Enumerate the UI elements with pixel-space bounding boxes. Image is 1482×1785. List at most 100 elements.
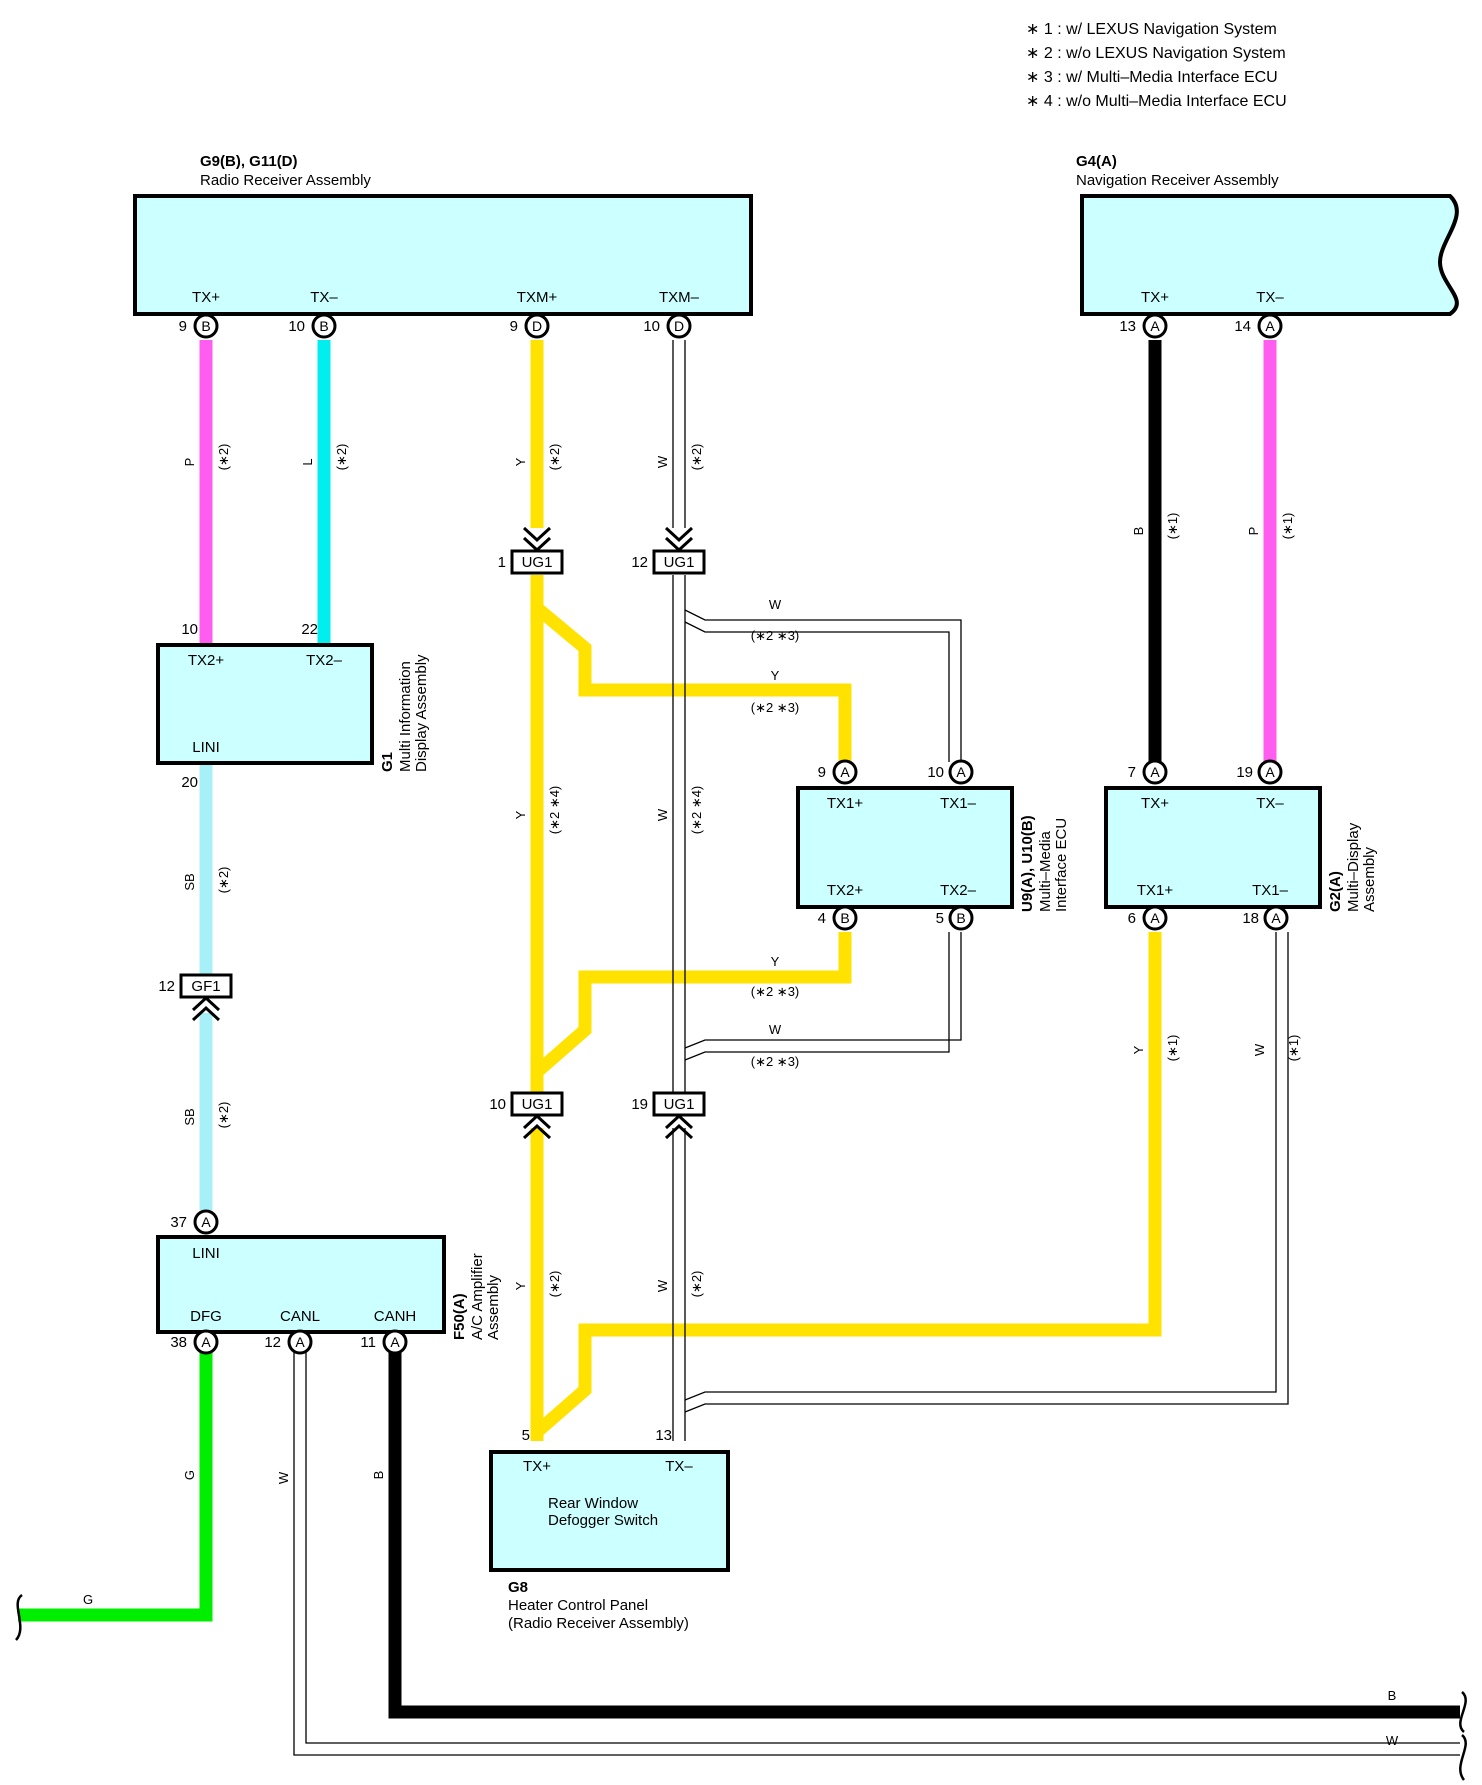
connector-ug1-12: UG1 12 [631,526,706,575]
legend-notes: ∗ 1 : w/ LEXUS Navigation System ∗ 2 : w… [1026,21,1287,110]
mid-pin-lini: LINI [192,739,220,756]
pin-num-rwd-5: 5 [522,1427,530,1444]
pin-letter-md-6: A [1150,910,1160,926]
wl-radio-txm-cond: (∗2) [334,444,349,471]
pin-num-ac-38: 38 [170,1334,187,1351]
wl-trunk-y-color: Y [513,810,528,819]
rwd-inner-2: Defogger Switch [548,1512,658,1529]
nav-receiver-box [1080,194,1459,316]
ug1-label-1: UG1 [522,554,553,571]
wl-nav-txp-color: B [1131,527,1146,536]
rwd-switch-box [489,1450,730,1572]
wl-radio-txp-color: P [182,458,197,467]
wl-nav-txm-cond: (∗1) [1280,513,1295,540]
inline-connectors: UG1 1 UG1 12 UG1 10 UG1 19 [158,526,706,1140]
note-2: ∗ 2 : w/o LEXUS Navigation System [1026,45,1286,62]
gf1-label: GF1 [191,978,220,995]
radio-name: Radio Receiver Assembly [200,172,371,189]
pin-num-mmi-4: 4 [818,910,826,927]
wl-dfg-color-v: G [182,1470,197,1480]
pin-letter-nav-13: A [1150,318,1160,334]
pin-num-mmi-9: 9 [818,764,826,781]
ac-pin-dfg: DFG [190,1308,222,1325]
mmi-pin-tx2m: TX2– [940,882,977,899]
pin-num-radio-9d: 9 [510,318,518,335]
radio-pin-txmp: TXM+ [517,289,558,306]
mid-name-1: Multi Information [397,661,414,772]
pin-num-ac-11: 11 [360,1334,376,1351]
radio-receiver-box [133,194,753,316]
wl-nav-txp-cond: (∗1) [1165,513,1180,540]
pin-num-radio-10b: 10 [288,318,305,335]
wl-lower-y-cond: (∗2) [547,1271,562,1298]
radio-pin-txp: TX+ [192,289,220,306]
pin-letter-mmi-10: A [956,764,966,780]
ug1-pin-1: 1 [498,554,506,571]
wl-lower-w-color: W [655,1279,670,1292]
wire-labels: P (∗2) L (∗2) Y (∗2) W (∗2) B (∗1) P (∗1… [83,444,1399,1748]
mid-code: G1 [379,752,396,772]
rwd-pin-txm: TX– [665,1458,693,1475]
pin-num-nav-13: 13 [1119,318,1136,335]
ug1-label-12: UG1 [664,554,695,571]
radio-pin-txm: TX– [310,289,338,306]
pin-letter-ac-11: A [390,1334,400,1350]
mid-pin-tx2m: TX2– [306,652,343,669]
pin-num-rwd-13: 13 [655,1427,672,1444]
md-pin-tx1m: TX1– [1252,882,1289,899]
wl-md-y-cond: (∗1) [1165,1035,1180,1062]
note-4: ∗ 4 : w/o Multi–Media Interface ECU [1026,93,1287,110]
wl-mmi-y1-color: Y [771,668,780,683]
pin-num-md-6: 6 [1128,910,1136,927]
component-labels: G9(B), G11(D) Radio Receiver Assembly G4… [200,153,1378,1632]
wire-yellow-mmi-tx1p [532,603,852,762]
mmi-pin-tx1m: TX1– [940,795,977,812]
md-pin-tx1p: TX1+ [1137,882,1174,899]
wl-md-y-color: Y [1131,1045,1146,1054]
wl-mmi-y2-cond: (∗2 ∗3) [751,984,800,999]
connector-ug1-1: UG1 1 [498,526,564,575]
connector-ug1-19: UG1 19 [631,1091,706,1140]
multi-display-box [1104,786,1322,909]
wl-nav-txm-color: P [1246,527,1261,536]
gf1-pin-12: 12 [158,978,175,995]
pin-num-mmi-10: 10 [927,764,944,781]
wl-canh-color-v: B [371,1471,386,1480]
wl-trunk-y-cond: (∗2 ∗4) [547,786,562,835]
wl-canl-color-h: W [1386,1733,1399,1748]
wl-radio-txp-cond: (∗2) [216,444,231,471]
mmi-pin-tx1p: TX1+ [827,795,864,812]
pin-names: TX+ TX– TXM+ TXM– TX+ TX– TX2+ TX2– LINI… [188,289,1289,1475]
nav-pin-txp: TX+ [1141,289,1169,306]
wire-yellow-md-tx1p [532,932,1162,1437]
pin-circle-letters: B B D D A A A A B B A A A A A A A A [201,318,1281,1350]
pin-num-mmi-5: 5 [936,910,944,927]
radio-code: G9(B), G11(D) [200,153,298,170]
wl-md-w-cond: (∗1) [1286,1035,1301,1062]
pin-num-radio-9: 9 [179,318,187,335]
connector-ug1-10: UG1 10 [489,1091,564,1140]
radio-pin-txmm: TXM– [659,289,700,306]
rwd-name-1: Heater Control Panel [508,1597,648,1614]
mmi-name-2: Interface ECU [1053,818,1070,912]
ac-name-1: A/C Amplifier [469,1253,486,1340]
mmi-name-1: Multi–Media [1037,830,1054,912]
ac-pin-lini: LINI [192,1245,220,1262]
wl-txmp-cond: (∗2) [547,444,562,471]
pin-num-mid-10: 10 [181,621,198,638]
component-boxes [133,194,1459,1572]
ac-code: F50(A) [451,1293,468,1340]
md-pin-txm: TX– [1256,795,1284,812]
nav-name: Navigation Receiver Assembly [1076,172,1279,189]
mid-name-2: Display Assembly [413,654,430,772]
md-code: G2(A) [1327,871,1344,912]
wl-mmi-y1-cond: (∗2 ∗3) [751,700,800,715]
pin-letter-md-7: A [1150,764,1160,780]
rwd-inner-1: Rear Window [548,1495,638,1512]
md-pin-txp: TX+ [1141,795,1169,812]
ug1-label-10: UG1 [522,1096,553,1113]
ac-pin-canh: CANH [374,1308,417,1325]
pin-letter-ac-38: A [201,1334,211,1350]
pin-num-ac-37: 37 [170,1214,187,1231]
pin-num-md-7: 7 [1128,764,1136,781]
